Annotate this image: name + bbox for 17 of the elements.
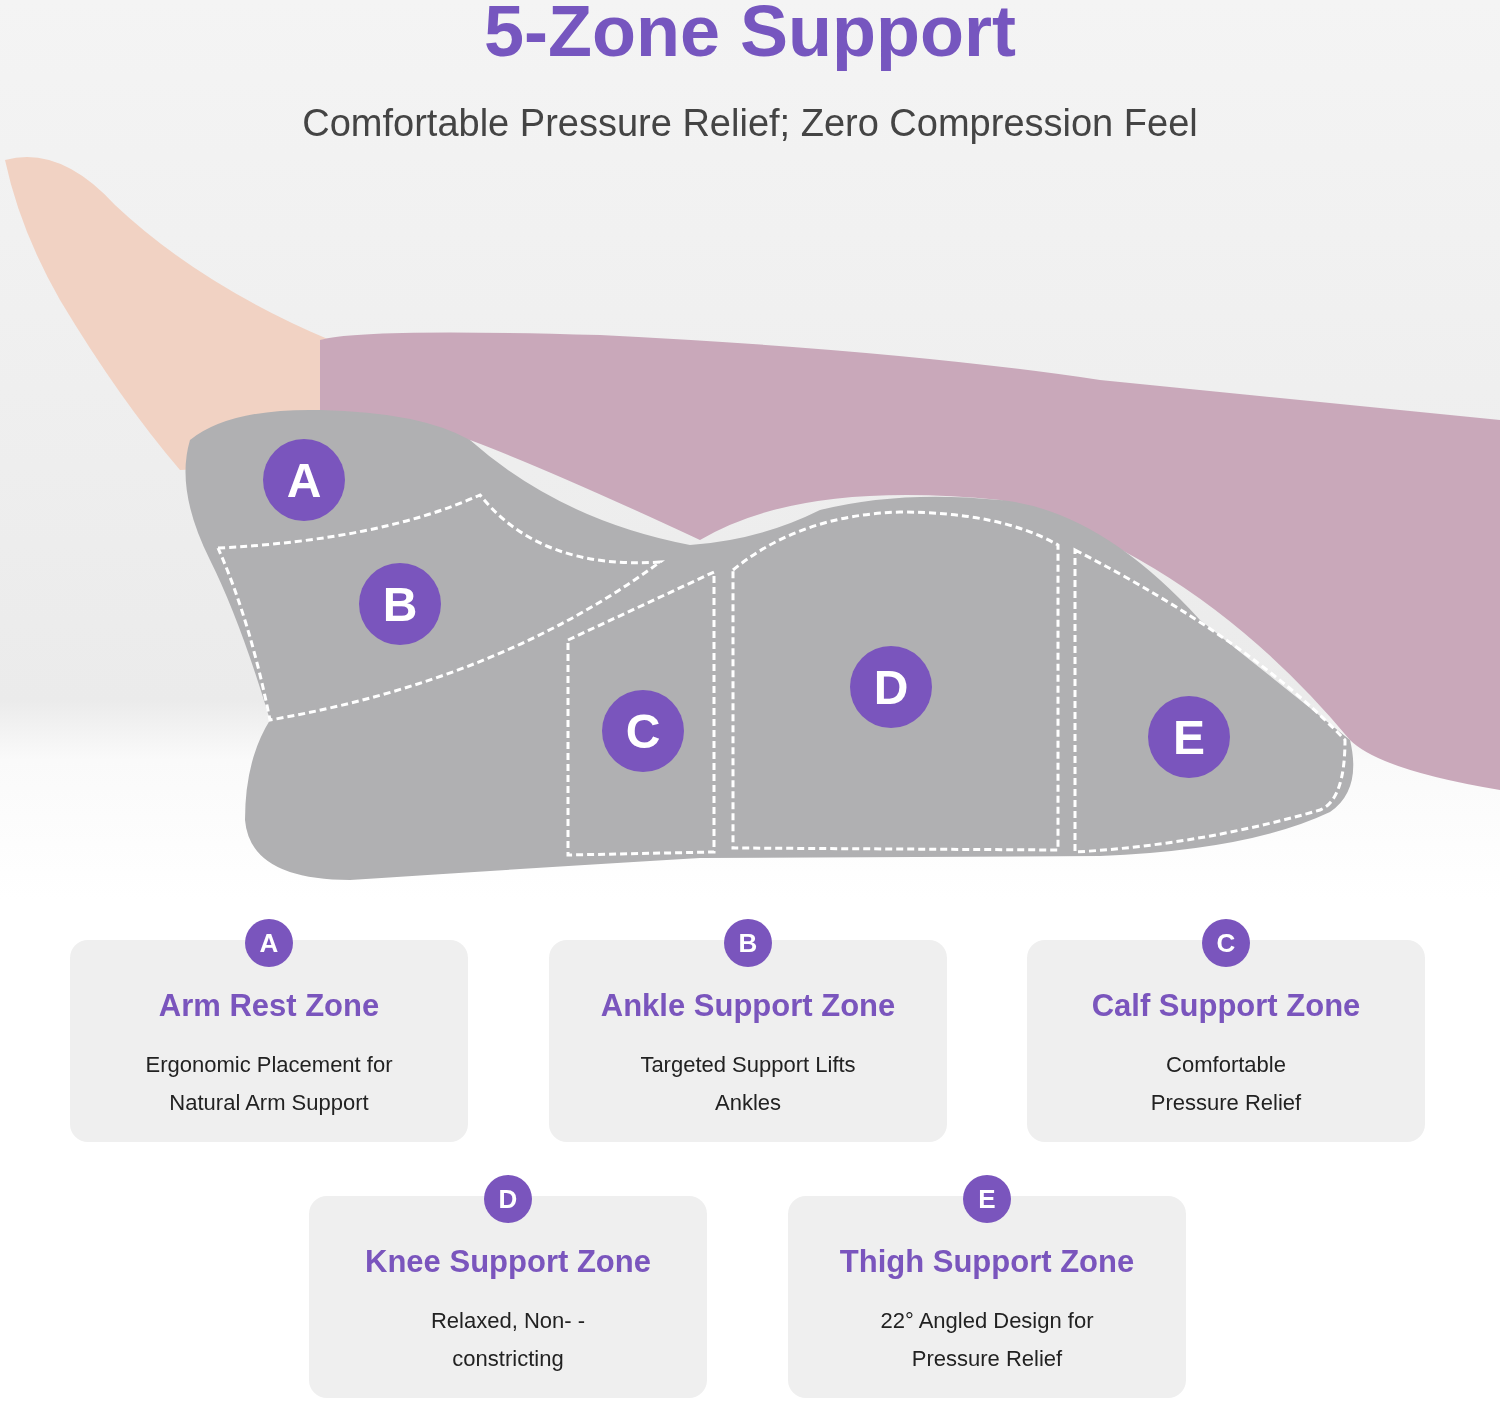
zone-badge: C <box>1202 919 1250 967</box>
zone-heading: Calf Support Zone <box>1090 988 1362 1024</box>
zone-badge: B <box>724 919 772 967</box>
zone-badge: E <box>963 1175 1011 1223</box>
zone-description: Comfortable Pressure Relief <box>1149 1051 1303 1117</box>
title: 5-Zone Support <box>483 0 1017 72</box>
zone-description: 22° Angled Design for Pressure Relief <box>879 1307 1095 1373</box>
subtitle: Comfortable Pressure Relief; Zero Compression Feel <box>301 102 1199 145</box>
zone-heading: Knee Support Zone <box>364 1244 652 1280</box>
zone-description: Ergonomic Placement for Natural Arm Support <box>144 1051 394 1117</box>
zone-heading: Ankle Support Zone <box>599 988 897 1024</box>
zone-heading: Arm Rest Zone <box>157 988 381 1024</box>
zone-badge: D <box>484 1175 532 1223</box>
zone-description: Targeted Support Lifts Ankles <box>639 1051 857 1117</box>
zone-description: Relaxed, Non- -constricting <box>429 1307 587 1373</box>
zone-heading: Thigh Support Zone <box>838 1244 1136 1280</box>
zone-badge: A <box>245 919 293 967</box>
